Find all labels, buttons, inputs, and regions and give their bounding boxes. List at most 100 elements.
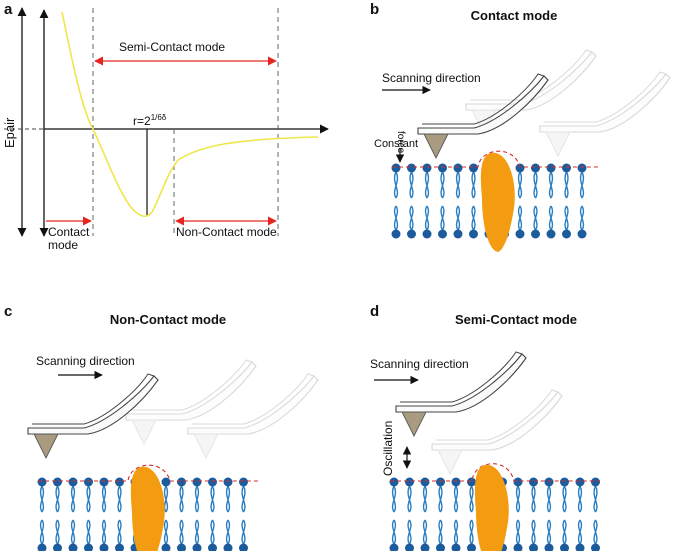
lipid-head bbox=[577, 229, 587, 239]
lipid-head bbox=[391, 229, 401, 239]
lipid-head bbox=[405, 543, 414, 551]
lipid-head bbox=[438, 229, 447, 239]
lipid-head bbox=[422, 163, 432, 173]
lipid-head bbox=[560, 477, 569, 487]
lipid-tail bbox=[455, 205, 461, 231]
contact-label-line2: mode bbox=[48, 238, 78, 252]
lipid-head bbox=[451, 543, 461, 551]
lipid-tail bbox=[194, 485, 200, 513]
cantilever-beam-edge bbox=[130, 359, 253, 411]
lipid-tail bbox=[225, 485, 231, 513]
lipid-tail bbox=[422, 485, 428, 513]
lipid-tail bbox=[424, 171, 430, 199]
lipid-tail bbox=[55, 485, 60, 513]
lipid-head bbox=[223, 477, 233, 487]
y-axis-label: Epair bbox=[2, 117, 17, 148]
lipid-tail bbox=[210, 485, 215, 513]
cantilever-tip bbox=[423, 133, 449, 160]
lipid-tail bbox=[393, 205, 399, 231]
lipid-head bbox=[391, 163, 401, 173]
cantilever-active bbox=[417, 73, 549, 160]
lipid-head bbox=[546, 163, 556, 173]
semi-contact-label: Semi-Contact mode bbox=[119, 40, 225, 54]
lipid-tail bbox=[86, 519, 91, 545]
panel-d: d Semi-Contact mode Scanning direction O… bbox=[370, 303, 600, 551]
lipid-head bbox=[531, 163, 540, 173]
panel-b-force-line2: force bbox=[395, 131, 406, 154]
panel-c: c Non-Contact mode Scanning direction bbox=[4, 303, 319, 551]
lipid-head bbox=[544, 543, 554, 551]
membrane bbox=[389, 463, 600, 551]
cantilever-beam-edge bbox=[436, 389, 559, 441]
lipid-tail bbox=[241, 519, 246, 545]
lipid-head bbox=[467, 477, 476, 487]
lipid-tail bbox=[438, 519, 443, 545]
cantilever-beam bbox=[27, 375, 159, 435]
lipid-head bbox=[562, 229, 571, 239]
lipid-tail bbox=[453, 519, 459, 545]
surface-contour bbox=[392, 150, 600, 168]
protein bbox=[474, 464, 509, 551]
lipid-tail bbox=[533, 171, 538, 199]
membrane bbox=[37, 464, 260, 551]
lipid-tail bbox=[55, 519, 60, 545]
lipid-head bbox=[513, 477, 523, 487]
lipid-head bbox=[161, 477, 171, 487]
lipid-head bbox=[531, 229, 540, 239]
lipid-head bbox=[177, 543, 186, 551]
lipid-tail bbox=[409, 171, 414, 199]
lipid-head bbox=[407, 163, 416, 173]
lipid-tail bbox=[407, 485, 412, 513]
lipid-head bbox=[239, 543, 248, 551]
lipid-head bbox=[68, 477, 78, 487]
lipid-tail bbox=[546, 519, 552, 545]
lipid-tail bbox=[101, 485, 107, 513]
lipid-head bbox=[591, 477, 600, 487]
lipid-head bbox=[591, 543, 600, 551]
lipid-head bbox=[405, 477, 414, 487]
lipid-head bbox=[115, 543, 124, 551]
lipid-head bbox=[389, 477, 399, 487]
lipid-tail bbox=[440, 205, 445, 231]
cantilever-beam bbox=[465, 51, 597, 111]
lipid-head bbox=[436, 543, 445, 551]
panel-b-force-line1: Constant bbox=[374, 138, 418, 150]
cantilever-beam bbox=[187, 375, 319, 435]
lipid-tail bbox=[577, 485, 583, 513]
cantilever-tip bbox=[545, 131, 571, 158]
cantilever-tip bbox=[437, 449, 463, 476]
panel-d-title: Semi-Contact mode bbox=[455, 312, 577, 327]
lipid-tail bbox=[39, 519, 45, 545]
lipid-tail bbox=[593, 485, 598, 513]
lipid-head bbox=[562, 163, 571, 173]
potential-curve bbox=[61, 11, 319, 218]
lipid-head bbox=[53, 477, 62, 487]
cantilever-ghost bbox=[465, 49, 597, 136]
contact-label-line1: Contact bbox=[48, 225, 90, 239]
cantilever-group bbox=[395, 351, 563, 476]
lipid-head bbox=[467, 543, 476, 551]
lipid-head bbox=[420, 477, 430, 487]
lipid-tail bbox=[391, 485, 397, 513]
cantilever-group bbox=[417, 49, 671, 160]
panel-a-letter: a bbox=[4, 1, 13, 18]
lipid-head bbox=[515, 163, 525, 173]
cantilever-ghost bbox=[431, 389, 563, 476]
lipid-head bbox=[68, 543, 78, 551]
lipid-tail bbox=[179, 519, 184, 545]
lipid-head bbox=[575, 543, 585, 551]
lipid-head bbox=[192, 543, 202, 551]
non-contact-label: Non-Contact mode bbox=[176, 225, 277, 239]
lipid-tail bbox=[39, 485, 45, 513]
lipid-head bbox=[99, 477, 109, 487]
cantilever-ghost bbox=[539, 71, 671, 158]
cantilever-active bbox=[27, 373, 159, 460]
panel-d-letter: d bbox=[370, 303, 379, 320]
cantilever-beam bbox=[417, 75, 549, 135]
lipid-tail bbox=[471, 205, 476, 231]
lipid-head bbox=[438, 163, 447, 173]
lipid-tail bbox=[548, 205, 554, 231]
lipid-head bbox=[37, 543, 47, 551]
minimum-label-base: r=2 bbox=[133, 114, 151, 128]
cantilever-beam-edge bbox=[32, 373, 155, 425]
